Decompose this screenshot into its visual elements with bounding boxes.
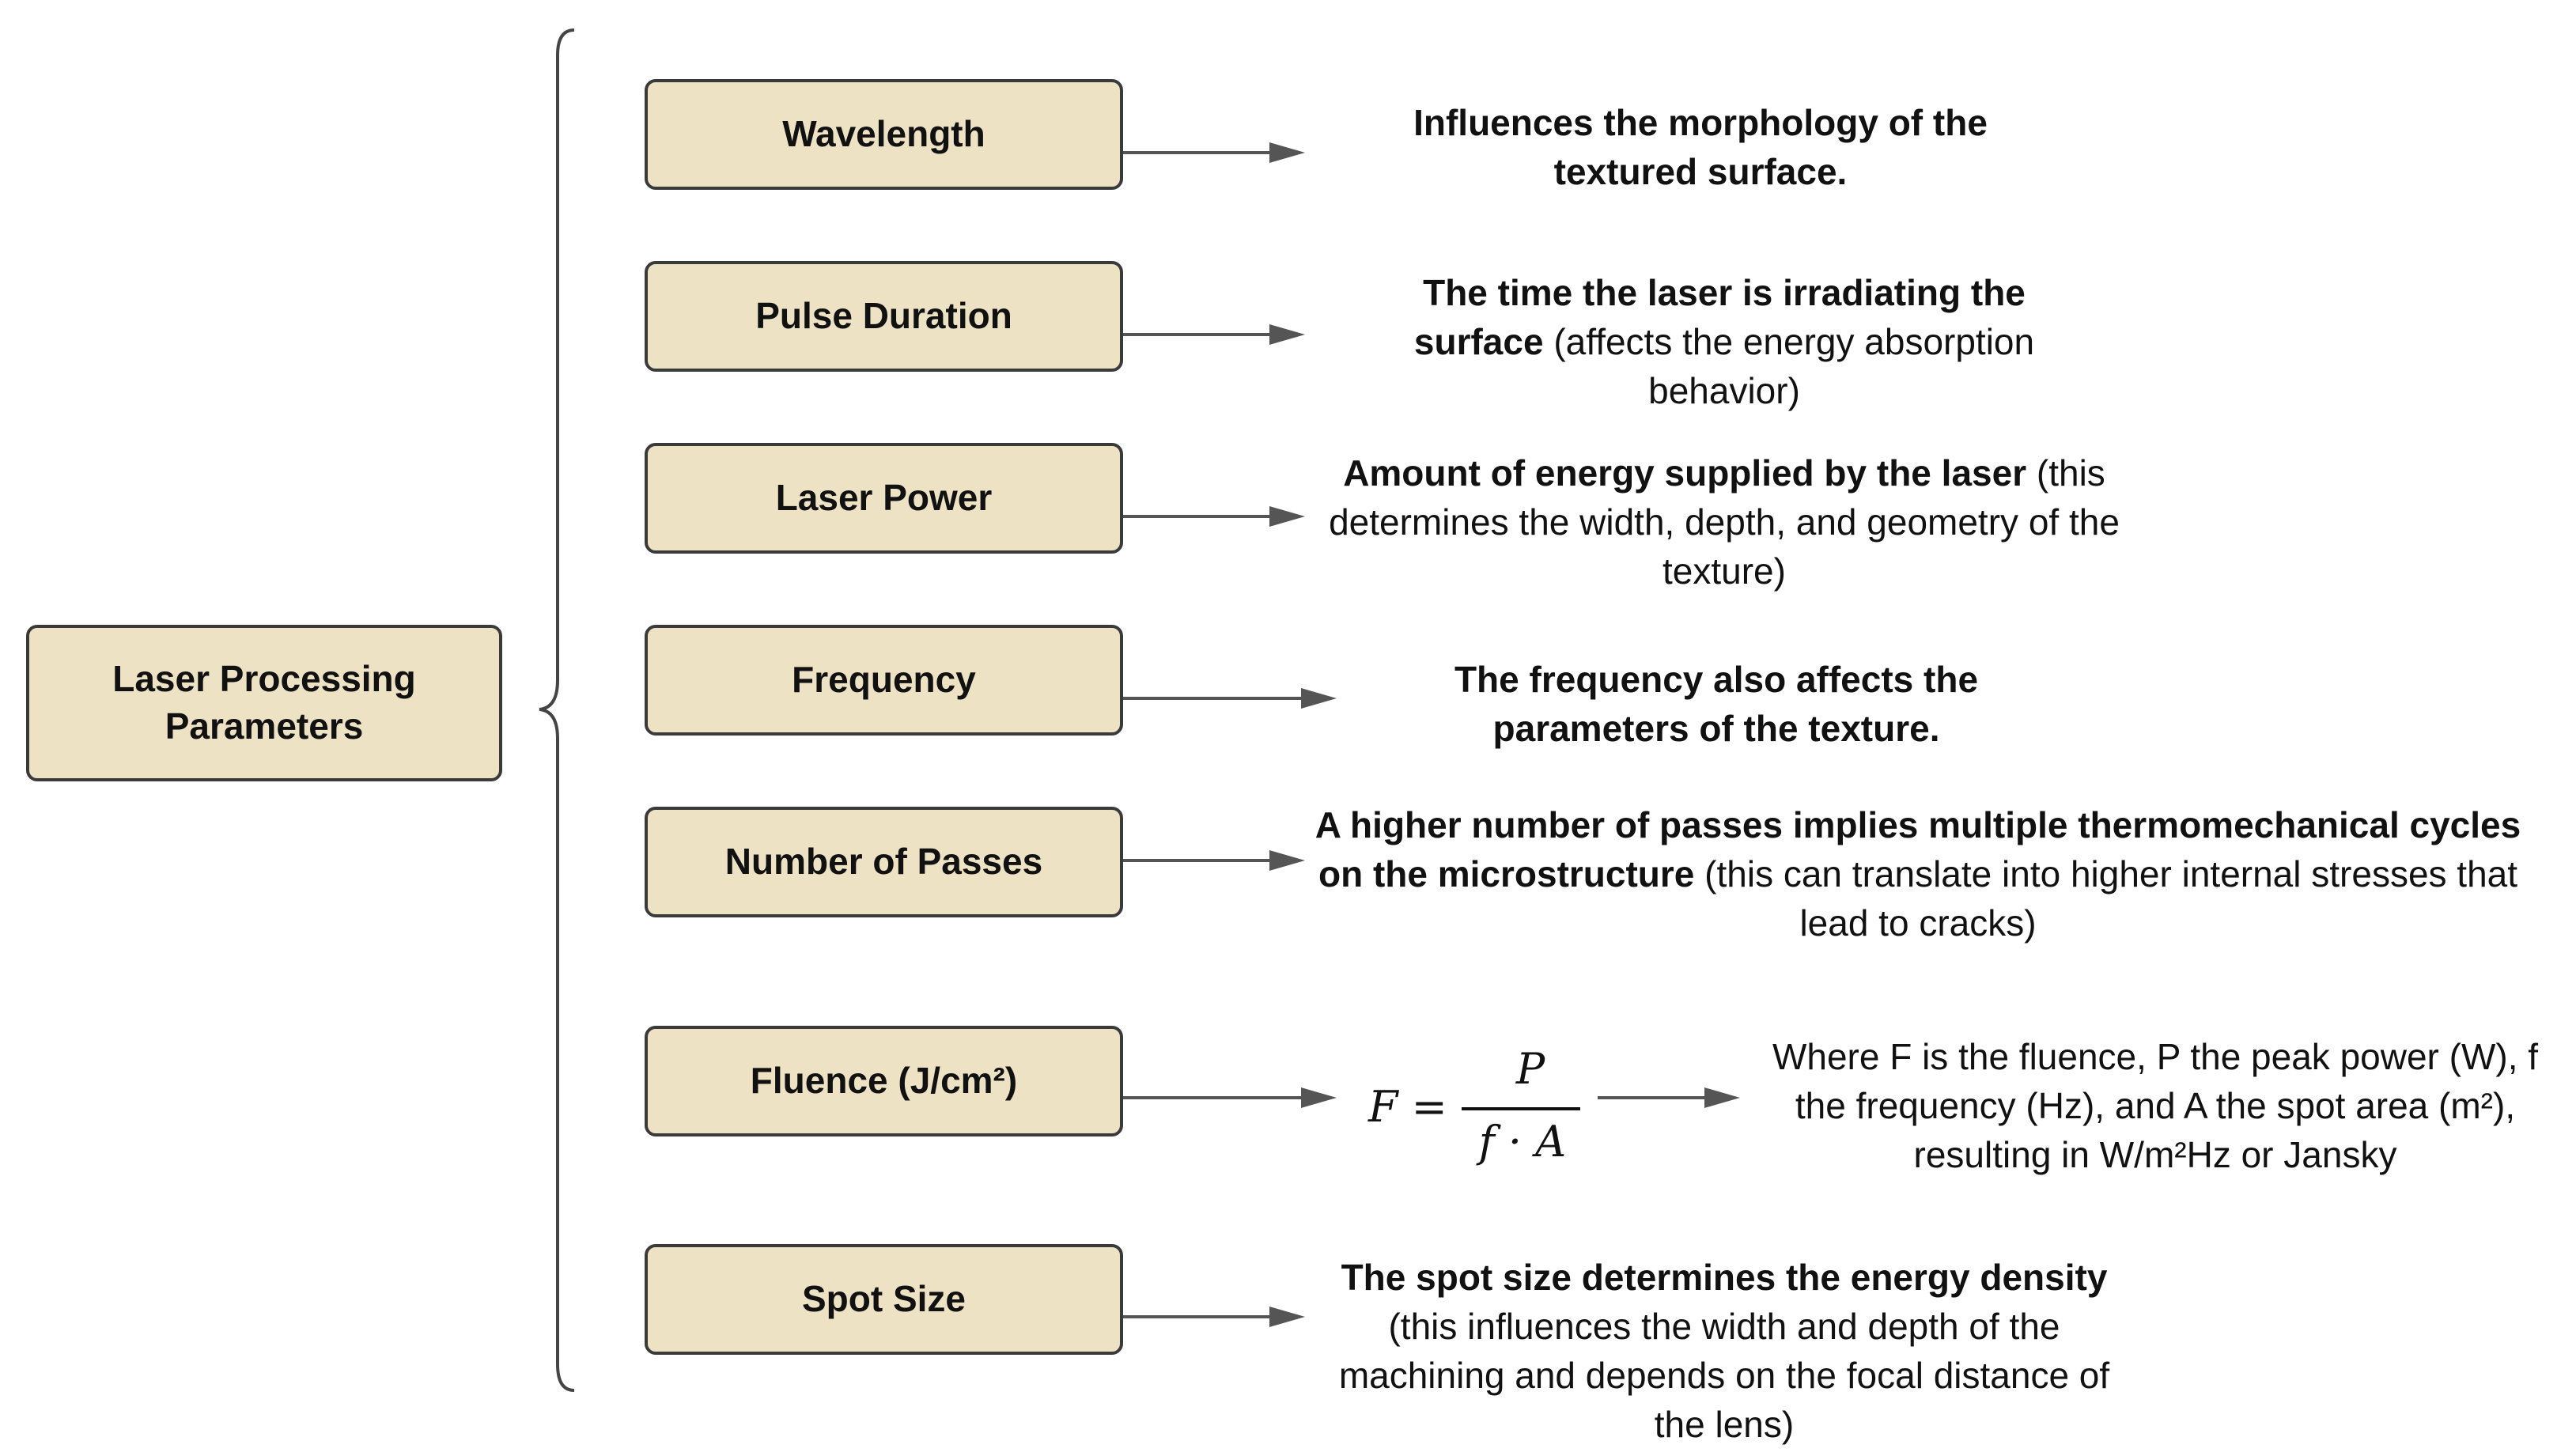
description-regular: Where F is the fluence, P the peak power… xyxy=(1772,1036,2539,1175)
brace xyxy=(539,28,575,1392)
parameter-box-laser-power: Laser Power xyxy=(645,443,1123,554)
parameter-label: Spot Size xyxy=(801,1278,966,1320)
parameter-box-fluence: Fluence (J/cm²) xyxy=(645,1026,1123,1136)
parameter-box-frequency: Frequency xyxy=(645,625,1123,736)
description-bold: The time the laser is irradiating the su… xyxy=(1413,272,2026,362)
parameter-box-pulse-duration: Pulse Duration xyxy=(645,261,1123,372)
arrowhead-formula-to-description xyxy=(1704,1087,1740,1108)
parameter-label: Laser Power xyxy=(775,477,993,519)
parameter-label: Fluence (J/cm²) xyxy=(750,1060,1018,1102)
parameter-label: Wavelength xyxy=(782,113,985,155)
arrowhead-fluence xyxy=(1301,1087,1337,1108)
parameter-box-wavelength: Wavelength xyxy=(645,79,1123,190)
description-spot-size: The spot size determines the energy dens… xyxy=(1329,1253,2120,1449)
description-pulse-duration: The time the laser is irradiating the su… xyxy=(1368,268,2080,415)
formula-fraction-bar xyxy=(1462,1107,1580,1110)
description-fluence: Where F is the fluence, P the peak power… xyxy=(1748,1032,2563,1179)
arrowhead-laser-power xyxy=(1269,506,1305,527)
description-number-of-passes: A higher number of passes implies multip… xyxy=(1313,800,2523,947)
parameter-label: Pulse Duration xyxy=(755,295,1012,337)
arrowhead-wavelength xyxy=(1269,142,1305,163)
description-regular: (affects the energy absorption behavior) xyxy=(1543,321,2035,411)
formula-lhs: F = xyxy=(1368,1082,1447,1132)
description-bold: The spot size determines the energy dens… xyxy=(1341,1257,2108,1298)
description-regular: (this influences the width and depth of … xyxy=(1338,1306,2110,1445)
root-box: Laser Processing Parameters xyxy=(26,625,502,781)
description-bold: Amount of energy supplied by the laser xyxy=(1343,452,2027,494)
arrowhead-spot-size xyxy=(1269,1307,1305,1327)
parameter-label: Frequency xyxy=(792,659,976,701)
parameter-label: Number of Passes xyxy=(724,841,1043,883)
description-bold: The frequency also affects the parameter… xyxy=(1454,659,1979,749)
description-regular: (this determines the width, depth, and g… xyxy=(1329,452,2120,592)
arrowhead-pulse-duration xyxy=(1269,324,1305,345)
description-frequency: The frequency also affects the parameter… xyxy=(1408,655,2025,753)
arrowhead-number-of-passes xyxy=(1269,850,1305,871)
root-label: Laser Processing Parameters xyxy=(112,658,416,747)
formula-denominator: f · A xyxy=(1478,1117,1567,1167)
description-bold: Influences the morphology of the texture… xyxy=(1413,102,1988,192)
description-wavelength: Influences the morphology of the texture… xyxy=(1360,98,2041,196)
arrowhead-frequency xyxy=(1301,688,1337,709)
parameter-box-number-of-passes: Number of Passes xyxy=(645,807,1123,917)
formula-numerator: P xyxy=(1515,1044,1545,1094)
description-regular: (this can translate into higher internal… xyxy=(1694,853,2518,944)
fluence-formula: F = P f · A xyxy=(1368,1044,1580,1170)
description-bold: A higher number of passes implies multip… xyxy=(1314,804,2521,894)
parameter-box-spot-size: Spot Size xyxy=(645,1244,1123,1355)
description-laser-power: Amount of energy supplied by the laser (… xyxy=(1329,448,2120,596)
